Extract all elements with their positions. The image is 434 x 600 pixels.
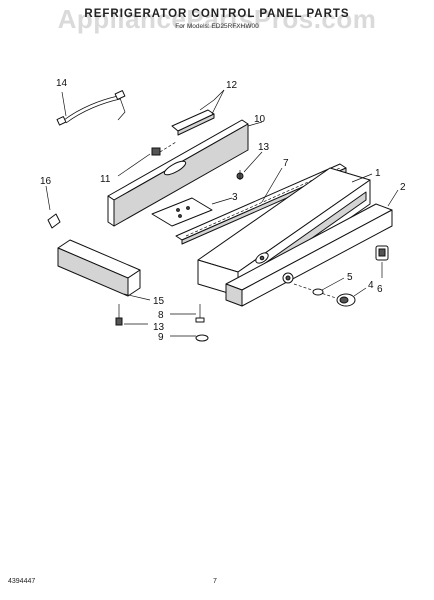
callout-12: 12 bbox=[226, 80, 238, 91]
callout-6: 6 bbox=[377, 284, 383, 295]
callout-15: 15 bbox=[153, 296, 165, 307]
wire-harness-part-14 bbox=[56, 90, 126, 126]
callout-11: 11 bbox=[100, 174, 111, 185]
page-number: 7 bbox=[213, 578, 217, 585]
screw-part-8 bbox=[170, 304, 205, 323]
callout-3: 3 bbox=[232, 192, 238, 203]
support-bracket-part-15 bbox=[57, 239, 151, 301]
screw-part-13-lower bbox=[115, 304, 148, 326]
control-bracket-part-10 bbox=[107, 119, 263, 227]
callout-13-upper: 13 bbox=[258, 142, 270, 153]
screw-part-11 bbox=[117, 141, 177, 177]
callout-13-lower: 13 bbox=[153, 322, 165, 333]
callout-7: 7 bbox=[283, 158, 289, 169]
callout-5: 5 bbox=[347, 272, 353, 283]
diagram-title: REFRIGERATOR CONTROL PANEL PARTS bbox=[84, 8, 350, 20]
washer-part-9 bbox=[170, 334, 209, 342]
panel-cover-part-2 bbox=[225, 189, 399, 307]
switch-part-12 bbox=[171, 89, 225, 136]
document-number: 4394447 bbox=[8, 578, 36, 585]
switch-part-6 bbox=[375, 245, 389, 278]
callout-9: 9 bbox=[158, 332, 164, 343]
clip-part-16 bbox=[45, 185, 61, 229]
callout-10: 10 bbox=[254, 114, 266, 125]
knob-part-4 bbox=[293, 283, 367, 307]
plate-part-3 bbox=[151, 197, 233, 227]
diagram-subtitle: For Models: ED25RFXHW00 bbox=[175, 23, 259, 30]
callout-16: 16 bbox=[40, 176, 52, 187]
screw-part-13-upper bbox=[236, 151, 263, 180]
callout-4: 4 bbox=[368, 280, 374, 291]
callout-2: 2 bbox=[400, 182, 406, 193]
control-panel-part-1 bbox=[197, 167, 373, 297]
callout-1: 1 bbox=[375, 168, 381, 179]
shaft-part-5 bbox=[282, 272, 345, 296]
callout-14: 14 bbox=[56, 78, 68, 89]
callout-8: 8 bbox=[158, 310, 164, 321]
